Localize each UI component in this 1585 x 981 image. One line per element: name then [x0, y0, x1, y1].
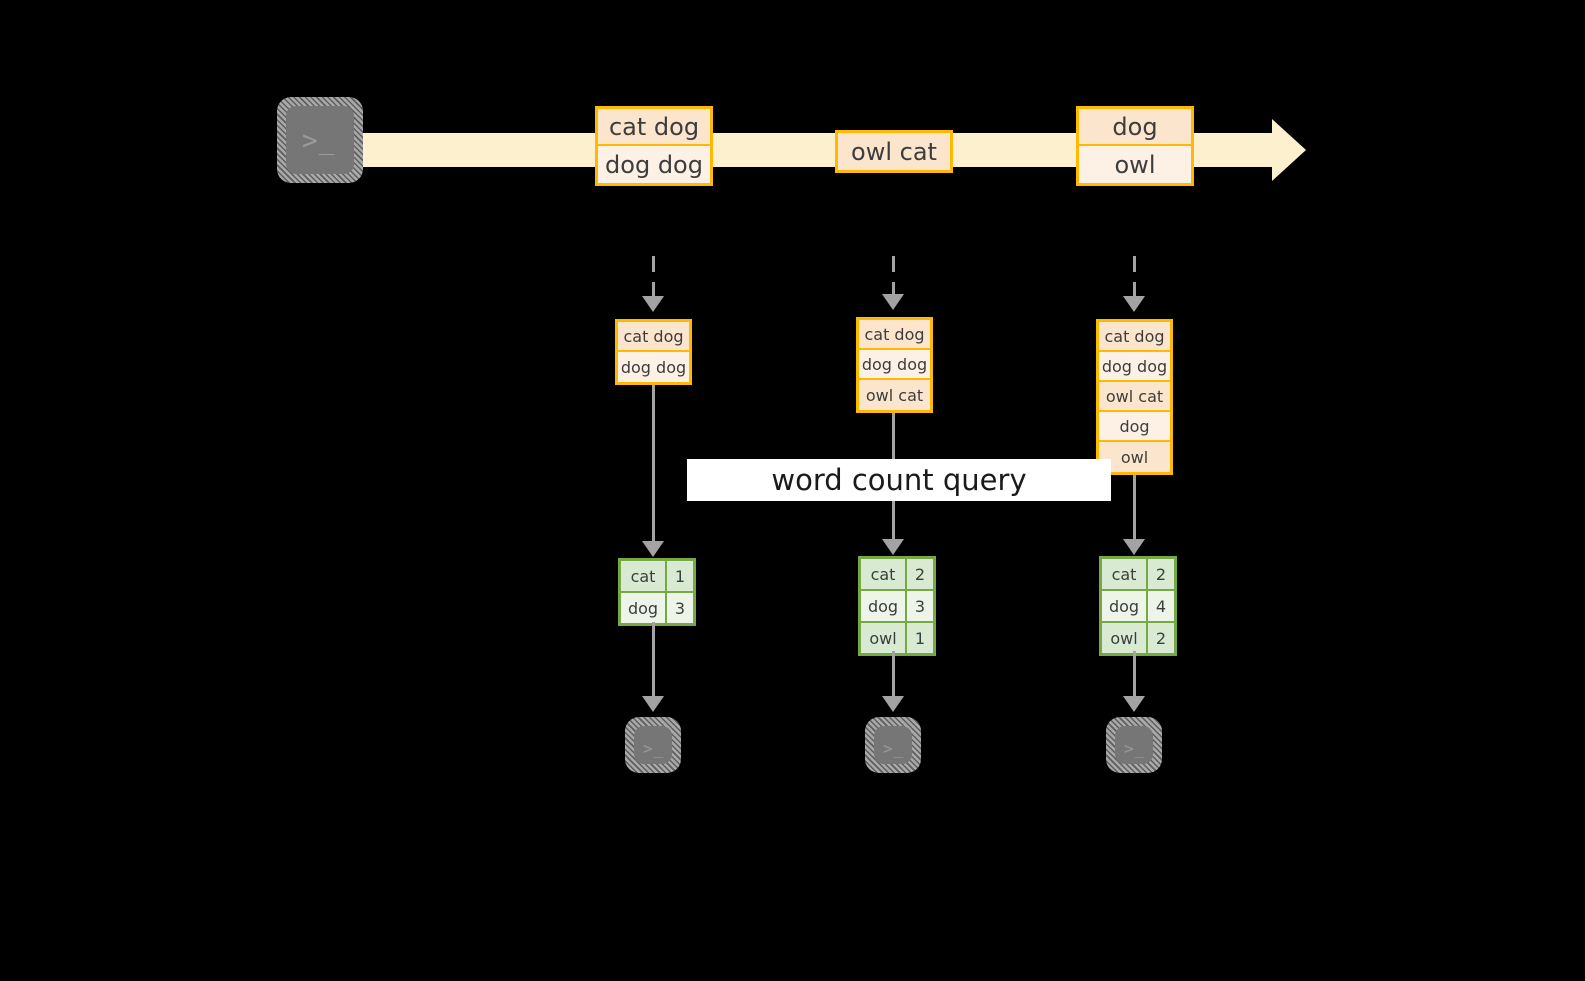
- result-count: 1: [667, 561, 693, 591]
- snapshot-2-ingest-arrow-head: [882, 294, 904, 310]
- state-line: dog dog: [859, 350, 930, 380]
- result-count: 3: [667, 593, 693, 623]
- snapshot-2-result-table: cat 2 dog 3 owl 1: [858, 556, 936, 656]
- state-line: owl cat: [1099, 382, 1170, 412]
- snapshot-3-output-arrow-line: [1133, 651, 1136, 700]
- terminal-prompt-glyph: >_: [302, 126, 336, 156]
- result-count: 2: [907, 559, 933, 589]
- result-word: cat: [861, 559, 907, 589]
- state-line: dog: [1099, 412, 1170, 442]
- source-terminal-icon: >_: [277, 97, 363, 183]
- table-row: dog 3: [861, 591, 933, 623]
- terminal-body: [1115, 726, 1153, 764]
- snapshot-3-query-arrow-line: [1133, 475, 1136, 543]
- stream-record-line: dog: [1079, 109, 1191, 146]
- snapshot-2-query-arrow-head: [882, 539, 904, 555]
- snapshot-1-ingest-arrow-head: [642, 296, 664, 312]
- snapshot-3-ingest-arrow-line: [1133, 256, 1136, 302]
- snapshot-1-output-arrow-line: [652, 622, 655, 700]
- query-label: word count query: [687, 459, 1111, 501]
- state-line: cat dog: [618, 322, 689, 352]
- snapshot-2-output-arrow-line: [892, 651, 895, 700]
- table-row: owl 2: [1102, 623, 1174, 653]
- table-row: owl 1: [861, 623, 933, 653]
- result-count: 4: [1148, 591, 1174, 621]
- snapshot-3-sink-terminal-icon: >_: [1106, 717, 1162, 773]
- state-line: cat dog: [859, 320, 930, 350]
- snapshot-3-ingest-arrow-head: [1123, 296, 1145, 312]
- snapshot-3-state: cat dog dog dog owl cat dog owl: [1096, 319, 1173, 475]
- table-row: dog 4: [1102, 591, 1174, 623]
- stream-record-line: owl cat: [838, 133, 950, 170]
- state-line: owl cat: [859, 380, 930, 410]
- result-word: cat: [621, 561, 667, 591]
- result-count: 2: [1148, 623, 1174, 653]
- snapshot-3-query-arrow-head: [1123, 539, 1145, 555]
- snapshot-3-result-table: cat 2 dog 4 owl 2: [1099, 556, 1177, 656]
- terminal-body: [634, 726, 672, 764]
- stream-record-1: cat dog dog dog: [595, 106, 713, 186]
- result-word: owl: [1102, 623, 1148, 653]
- terminal-body: [874, 726, 912, 764]
- terminal-prompt-glyph: >_: [1124, 739, 1146, 758]
- event-stream-arrowhead: [1272, 119, 1306, 181]
- snapshot-1-state: cat dog dog dog: [615, 319, 692, 385]
- snapshot-2-ingest-arrow-line: [892, 256, 895, 300]
- snapshot-1-output-arrow-head: [642, 696, 664, 712]
- state-line: cat dog: [1099, 322, 1170, 352]
- snapshot-2-state: cat dog dog dog owl cat: [856, 317, 933, 413]
- terminal-body: [286, 106, 354, 174]
- table-row: cat 2: [861, 559, 933, 591]
- state-line: dog dog: [618, 352, 689, 382]
- result-word: dog: [1102, 591, 1148, 621]
- table-row: cat 1: [621, 561, 693, 593]
- stream-record-line: owl: [1079, 146, 1191, 183]
- snapshot-2-sink-terminal-icon: >_: [865, 717, 921, 773]
- result-count: 3: [907, 591, 933, 621]
- state-line: dog dog: [1099, 352, 1170, 382]
- snapshot-1-ingest-arrow-line: [652, 256, 655, 302]
- result-count: 2: [1148, 559, 1174, 589]
- terminal-prompt-glyph: >_: [883, 739, 905, 758]
- table-row: dog 3: [621, 593, 693, 623]
- table-row: cat 2: [1102, 559, 1174, 591]
- result-count: 1: [907, 623, 933, 653]
- result-word: dog: [621, 593, 667, 623]
- snapshot-1-query-arrow-head: [642, 541, 664, 557]
- stream-record-2: owl cat: [835, 130, 953, 173]
- snapshot-1-query-arrow-line: [652, 385, 655, 545]
- stream-record-3: dog owl: [1076, 106, 1194, 186]
- result-word: owl: [861, 623, 907, 653]
- result-word: dog: [861, 591, 907, 621]
- snapshot-2-output-arrow-head: [882, 696, 904, 712]
- stream-record-line: dog dog: [598, 146, 710, 183]
- snapshot-3-output-arrow-head: [1123, 696, 1145, 712]
- snapshot-1-sink-terminal-icon: >_: [625, 717, 681, 773]
- result-word: cat: [1102, 559, 1148, 589]
- terminal-prompt-glyph: >_: [643, 739, 665, 758]
- snapshot-1-result-table: cat 1 dog 3: [618, 558, 696, 626]
- stream-record-line: cat dog: [598, 109, 710, 146]
